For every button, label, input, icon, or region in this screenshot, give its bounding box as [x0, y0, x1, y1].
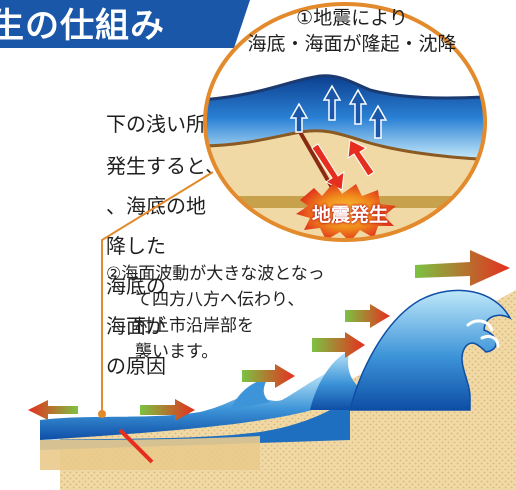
earthquake-label: 地震発生 — [311, 204, 388, 226]
arrow-up-icon — [348, 88, 368, 125]
arrow-right-icon — [242, 364, 295, 388]
left-text-line: 海底の — [106, 274, 166, 298]
callout-leader-line — [101, 171, 214, 414]
arrow-up-icon — [322, 84, 342, 121]
arrow-right-icon — [345, 304, 390, 328]
arrow-up-icon — [289, 102, 309, 133]
callout-wave-line: て四方八方へ伝わり、 — [135, 290, 305, 310]
arrow-right-icon — [140, 399, 195, 421]
left-text-line: 海面が — [106, 314, 166, 338]
page-title: 生の仕組み — [0, 6, 165, 46]
callout-wave-line: 襲います。 — [135, 342, 219, 362]
title-banner: 生の仕組み — [0, 0, 250, 48]
ocean-waves — [40, 289, 512, 470]
fault-arrow-down-icon — [311, 143, 345, 191]
earthquake-burst-icon — [296, 182, 396, 240]
leader-point — [98, 410, 106, 418]
callout-wave-line: 村上市沿岸部を — [135, 316, 254, 336]
callout-uplift-line: ①地震により — [296, 7, 408, 29]
arrow-right-icon — [312, 332, 365, 358]
title-banner-bg — [0, 0, 250, 48]
fault-line-icon — [118, 428, 154, 464]
left-text-line: 降した — [106, 234, 166, 258]
arrow-left-icon — [28, 400, 78, 420]
callout-uplift-label: ①地震により 海底・海面が隆起・沈降 — [222, 6, 482, 57]
left-text-line: の原因 — [106, 354, 166, 378]
callout-uplift-line: 海底・海面が隆起・沈降 — [247, 32, 457, 55]
arrow-right-icon — [415, 250, 510, 286]
wave-propagation-arrows — [28, 250, 510, 421]
fault-arrow-up-icon — [347, 139, 375, 177]
callout-wave-line: ②海面波動が大きな波となっ — [106, 264, 325, 284]
arrow-up-icon — [368, 104, 388, 139]
